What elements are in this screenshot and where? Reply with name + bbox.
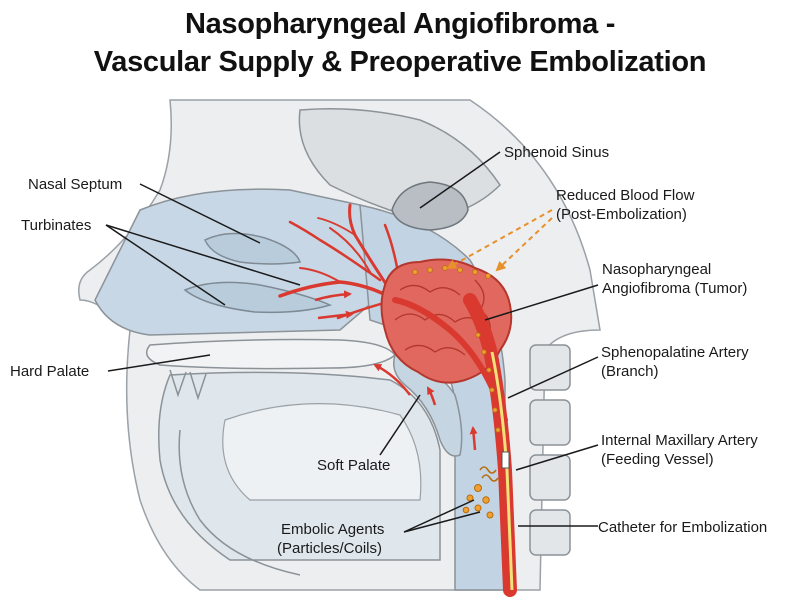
upper-teeth	[169, 369, 207, 401]
arterial-branches	[278, 203, 402, 320]
mandible	[178, 429, 301, 576]
cervical-spine	[529, 344, 571, 556]
diagram-title-line1: Nasopharyngeal Angiofibroma -	[184, 8, 616, 40]
label-hard-palate: Hard Palate	[10, 363, 90, 380]
label-reduced-flow-sub: (Post-Embolization)	[556, 206, 687, 223]
label-tumor-sub: Angiofibroma (Tumor)	[602, 280, 748, 297]
embolic-agents-cluster	[462, 466, 499, 519]
label-tumor: Nasopharyngeal	[602, 261, 712, 278]
nasal-cavity	[94, 188, 377, 336]
soft-palate	[393, 354, 463, 457]
label-soft-palate: Soft Palate	[317, 457, 391, 474]
catheter-tip-marker	[501, 451, 510, 469]
label-reduced-flow: Reduced Blood Flow	[556, 187, 695, 204]
label-catheter: Catheter for Embolization	[598, 519, 768, 536]
middle-turbinate	[183, 281, 333, 314]
label-sphenopalatine-artery: Sphenopalatine Artery	[601, 344, 749, 361]
internal-maxillary-artery	[463, 293, 517, 597]
superior-turbinate	[204, 232, 302, 265]
label-sphenoid-sinus: Sphenoid Sinus	[504, 144, 610, 161]
label-sphenopalatine-artery-sub: (Branch)	[601, 363, 659, 380]
diagram-title-line2: Vascular Supply & Preoperative Embolizat…	[93, 46, 707, 78]
tongue	[222, 403, 422, 501]
sphenoid-sinus	[391, 181, 469, 231]
tumor-lobules	[394, 279, 491, 356]
angiofibroma-tumor	[380, 258, 513, 384]
label-internal-maxillary-artery-sub: (Feeding Vessel)	[601, 451, 714, 468]
hard-palate	[145, 338, 397, 370]
label-embolic-agents: Embolic Agents	[281, 521, 385, 538]
blood-flow-arrows	[314, 290, 478, 451]
reduced-flow-arrows	[446, 209, 553, 272]
leader-lines	[105, 151, 599, 533]
label-nasal-septum: Nasal Septum	[28, 176, 123, 193]
label-internal-maxillary-artery: Internal Maxillary Artery	[601, 432, 758, 449]
label-turbinates: Turbinates	[21, 217, 92, 234]
embolic-particles-in-artery	[412, 265, 501, 433]
label-embolic-agents-sub: (Particles/Coils)	[277, 540, 383, 557]
